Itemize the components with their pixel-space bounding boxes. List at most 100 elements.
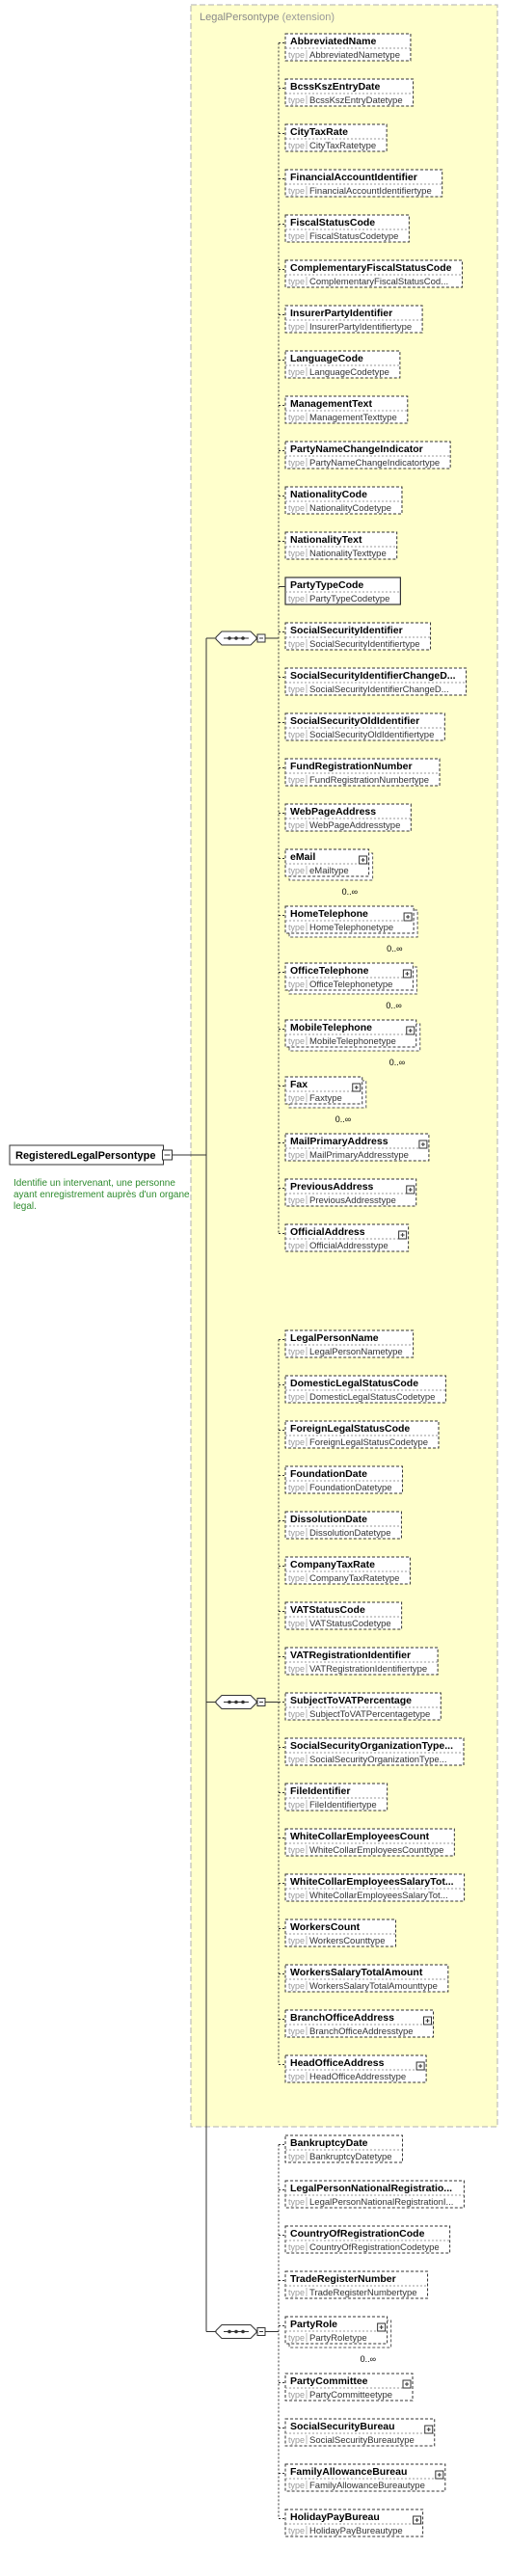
- party-mobile-telephone-name: MobileTelephone: [290, 1022, 372, 1033]
- party-party-name-change-indicator-box: [284, 441, 451, 470]
- registered-trade-register-number-name: TradeRegisterNumber: [290, 2273, 396, 2285]
- root-element-name: RegisteredLegalPersontype: [15, 1150, 156, 1162]
- legal-legal-person-name-name: LegalPersonName: [290, 1332, 379, 1344]
- party-office-telephone-name: OfficeTelephone: [290, 965, 369, 977]
- party-office-telephone-type: OfficeTelephonetype: [309, 979, 392, 990]
- legal-file-identifier-name: FileIdentifier: [290, 1785, 350, 1797]
- legal-white-collar-employees-count-type-label: type: [288, 1845, 305, 1855]
- party-e-mail-occurs: 0..∞: [342, 887, 358, 897]
- legal-sequence-dot-1: [234, 1700, 238, 1704]
- registered-sequence-dot-1: [234, 2329, 238, 2334]
- legal-social-security-organization-type-type-label: type: [288, 1755, 305, 1764]
- legal-foundation-date-type: FoundationDatetype: [309, 1483, 392, 1493]
- party-social-security-identifier-change-d-type: SocialSecurityIdentifierChangeD...: [309, 684, 449, 695]
- party-fund-registration-number-box: [284, 758, 441, 787]
- legal-white-collar-employees-salary-tot-type: WhiteCollarEmployeesSalaryTot...: [309, 1891, 448, 1901]
- party-language-code-type: LanguageCodetype: [309, 367, 389, 378]
- party-fax-name: Fax: [290, 1079, 308, 1090]
- party-financial-account-identifier-type-label: type: [288, 186, 305, 196]
- party-sequence-dot-0: [228, 636, 231, 640]
- legal-workers-count-type: WorkersCounttype: [309, 1936, 386, 1946]
- registered-legal-person-national-registratio-box: [284, 2180, 465, 2209]
- registered-social-security-bureau-type-label: type: [288, 2435, 305, 2445]
- registered-family-allowance-bureau-name: FamilyAllowanceBureau: [290, 2466, 407, 2478]
- registered-holiday-pay-bureau-box: [284, 2509, 424, 2537]
- party-fund-registration-number-type-label: type: [288, 775, 305, 785]
- party-language-code-type-label: type: [288, 367, 305, 377]
- party-social-security-identifier-box: [284, 622, 432, 651]
- party-social-security-identifier-name: SocialSecurityIdentifier: [290, 625, 403, 636]
- legal-vatregistration-identifier-type-label: type: [288, 1664, 305, 1674]
- legal-white-collar-employees-salary-tot-name: WhiteCollarEmployeesSalaryTot...: [290, 1876, 454, 1888]
- legal-head-office-address-name: HeadOfficeAddress: [290, 2057, 385, 2069]
- registered-bankruptcy-date-type-label: type: [288, 2152, 305, 2161]
- party-mail-primary-address-type: MailPrimaryAddresstype: [309, 1150, 409, 1161]
- legal-foundation-date-type-label: type: [288, 1483, 305, 1492]
- party-home-telephone-occurs: 0..∞: [387, 944, 402, 953]
- party-social-security-identifier-change-d-type-label: type: [288, 684, 305, 694]
- legal-workers-salary-total-amount-box: [284, 1964, 449, 1993]
- registered-legal-person-national-registratio-type: LegalPersonNationalRegistrationI...: [309, 2197, 453, 2208]
- legal-vatregistration-identifier-type: VATRegistrationIdentifiertype: [309, 1664, 427, 1675]
- party-nationality-code-name: NationalityCode: [290, 489, 367, 500]
- legal-file-identifier-box: [284, 1783, 388, 1811]
- party-social-security-identifier-type-label: type: [288, 639, 305, 649]
- party-official-address-box: [284, 1223, 410, 1252]
- legal-domestic-legal-status-code-type: DomesticLegalStatusCodetype: [309, 1392, 435, 1403]
- legal-white-collar-employees-salary-tot-box: [284, 1873, 466, 1902]
- party-party-type-code-type-label: type: [288, 594, 305, 604]
- party-e-mail-type: eMailtype: [309, 866, 349, 876]
- party-complementary-fiscal-status-code-type: ComplementaryFiscalStatusCod...: [309, 277, 448, 287]
- legal-file-identifier-type: FileIdentifiertype: [309, 1800, 377, 1811]
- registered-bankruptcy-date-box: [284, 2134, 404, 2163]
- party-previous-address-type: PreviousAddresstype: [309, 1195, 396, 1206]
- legal-head-office-address-type: HeadOfficeAddresstype: [309, 2072, 406, 2082]
- registered-holiday-pay-bureau-type: HolidayPayBureautype: [309, 2526, 403, 2536]
- party-abbreviated-name-type: AbbreviatedNametype: [309, 50, 400, 61]
- party-party-type-code-name: PartyTypeCode: [290, 579, 363, 591]
- legal-foreign-legal-status-code-name: ForeignLegalStatusCode: [290, 1423, 410, 1435]
- party-sequence-dot-2: [241, 636, 245, 640]
- party-fund-registration-number-type: FundRegistrationNumbertype: [309, 775, 429, 786]
- legal-subject-to-vatpercentage-name: SubjectToVATPercentage: [290, 1695, 412, 1706]
- registered-sequence-dot-0: [228, 2329, 231, 2334]
- party-nationality-text-type: NationalityTexttype: [309, 549, 387, 559]
- party-party-name-change-indicator-type-label: type: [288, 458, 305, 468]
- legal-foreign-legal-status-code-type: ForeignLegalStatusCodetype: [309, 1437, 428, 1448]
- legal-vatstatus-code-type: VATStatusCodetype: [309, 1619, 391, 1629]
- party-insurer-party-identifier-box: [284, 305, 423, 334]
- root-description: Identifie un intervenant, une personne a…: [13, 1178, 190, 1212]
- registered-trade-register-number-type: TradeRegisterNumbertype: [309, 2288, 417, 2298]
- legal-social-security-organization-type-type: SocialSecurityOrganizationType...: [309, 1755, 447, 1765]
- party-mobile-telephone-box: [284, 1019, 417, 1048]
- registered-family-allowance-bureau-type-label: type: [288, 2481, 305, 2490]
- party-abbreviated-name-type-label: type: [288, 50, 305, 60]
- party-sequence-dot-1: [234, 636, 238, 640]
- party-social-security-identifier-change-d-name: SocialSecurityIdentifierChangeD...: [290, 670, 456, 682]
- registered-sequence-dot-2: [241, 2329, 245, 2334]
- party-fax-box: [284, 1076, 363, 1105]
- party-insurer-party-identifier-name: InsurerPartyIdentifier: [290, 308, 392, 319]
- party-complementary-fiscal-status-code-name: ComplementaryFiscalStatusCode: [290, 262, 452, 274]
- party-mobile-telephone-type: MobileTelephonetype: [309, 1036, 396, 1047]
- legal-company-tax-rate-type: CompanyTaxRatetype: [309, 1573, 399, 1584]
- registered-social-security-bureau-box: [284, 2418, 436, 2447]
- legal-sequence-dot-2: [241, 1700, 245, 1704]
- party-complementary-fiscal-status-code-box: [284, 259, 463, 288]
- registered-party-committee-name: PartyCommittee: [290, 2375, 368, 2387]
- party-abbreviated-name-box: [284, 33, 412, 62]
- legal-sequence-dot-0: [228, 1700, 231, 1704]
- party-mail-primary-address-box: [284, 1133, 430, 1162]
- legal-head-office-address-type-label: type: [288, 2072, 305, 2081]
- party-social-security-old-identifier-type-label: type: [288, 730, 305, 739]
- legal-foreign-legal-status-code-type-label: type: [288, 1437, 305, 1447]
- party-nationality-text-type-label: type: [288, 549, 305, 558]
- legal-branch-office-address-type-label: type: [288, 2026, 305, 2036]
- party-fax-type: Faxtype: [309, 1093, 342, 1104]
- legal-vatstatus-code-name: VATStatusCode: [290, 1604, 365, 1616]
- party-management-text-box: [284, 395, 409, 424]
- party-nationality-text-box: [284, 531, 398, 560]
- party-financial-account-identifier-type: FinancialAccountIdentifiertype: [309, 186, 432, 197]
- extension-name: LegalPersontype: [200, 12, 280, 23]
